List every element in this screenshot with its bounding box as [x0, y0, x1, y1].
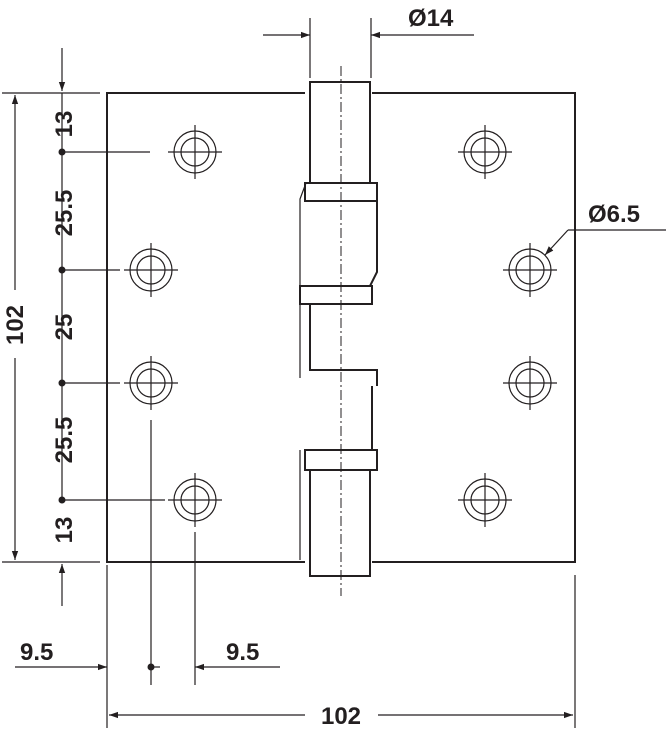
screw-hole	[124, 356, 178, 410]
pitch-label-upper: 25.5	[51, 190, 78, 237]
overall-height-label: 102	[2, 305, 29, 345]
left-leaf	[106, 92, 305, 563]
hinge-knuckles	[299, 81, 378, 577]
hole-diameter-label: Ø6.5	[588, 201, 640, 228]
screw-hole	[458, 125, 512, 179]
screw-holes	[124, 125, 557, 527]
pitch-label-middle: 25	[51, 314, 78, 341]
pitch-label-lower: 25.5	[51, 417, 78, 464]
pin-diameter-label: Ø14	[408, 5, 454, 32]
screw-hole	[168, 125, 222, 179]
pin-diameter-dimension: Ø14	[263, 5, 474, 78]
vertical-pitch-dimensions: 13 25.5 25 25.5 13	[51, 48, 165, 606]
edge-offset-dimensions: 9.5 9.5	[15, 420, 280, 728]
screw-hole	[168, 473, 222, 527]
hole-diameter-dimension: Ø6.5	[544, 201, 666, 256]
overall-height-dimension: 102	[2, 92, 100, 563]
pitch-label-top: 13	[51, 111, 78, 138]
screw-hole	[124, 243, 178, 297]
right-leaf	[372, 92, 576, 563]
overall-width-label: 102	[321, 703, 361, 730]
edge-offset-right-label: 9.5	[226, 639, 259, 666]
pitch-label-bottom: 13	[51, 517, 78, 544]
edge-offset-left-label: 9.5	[20, 639, 53, 666]
screw-hole	[458, 473, 512, 527]
screw-hole	[503, 243, 557, 297]
screw-hole	[503, 356, 557, 410]
overall-width-dimension: 102	[109, 575, 576, 730]
